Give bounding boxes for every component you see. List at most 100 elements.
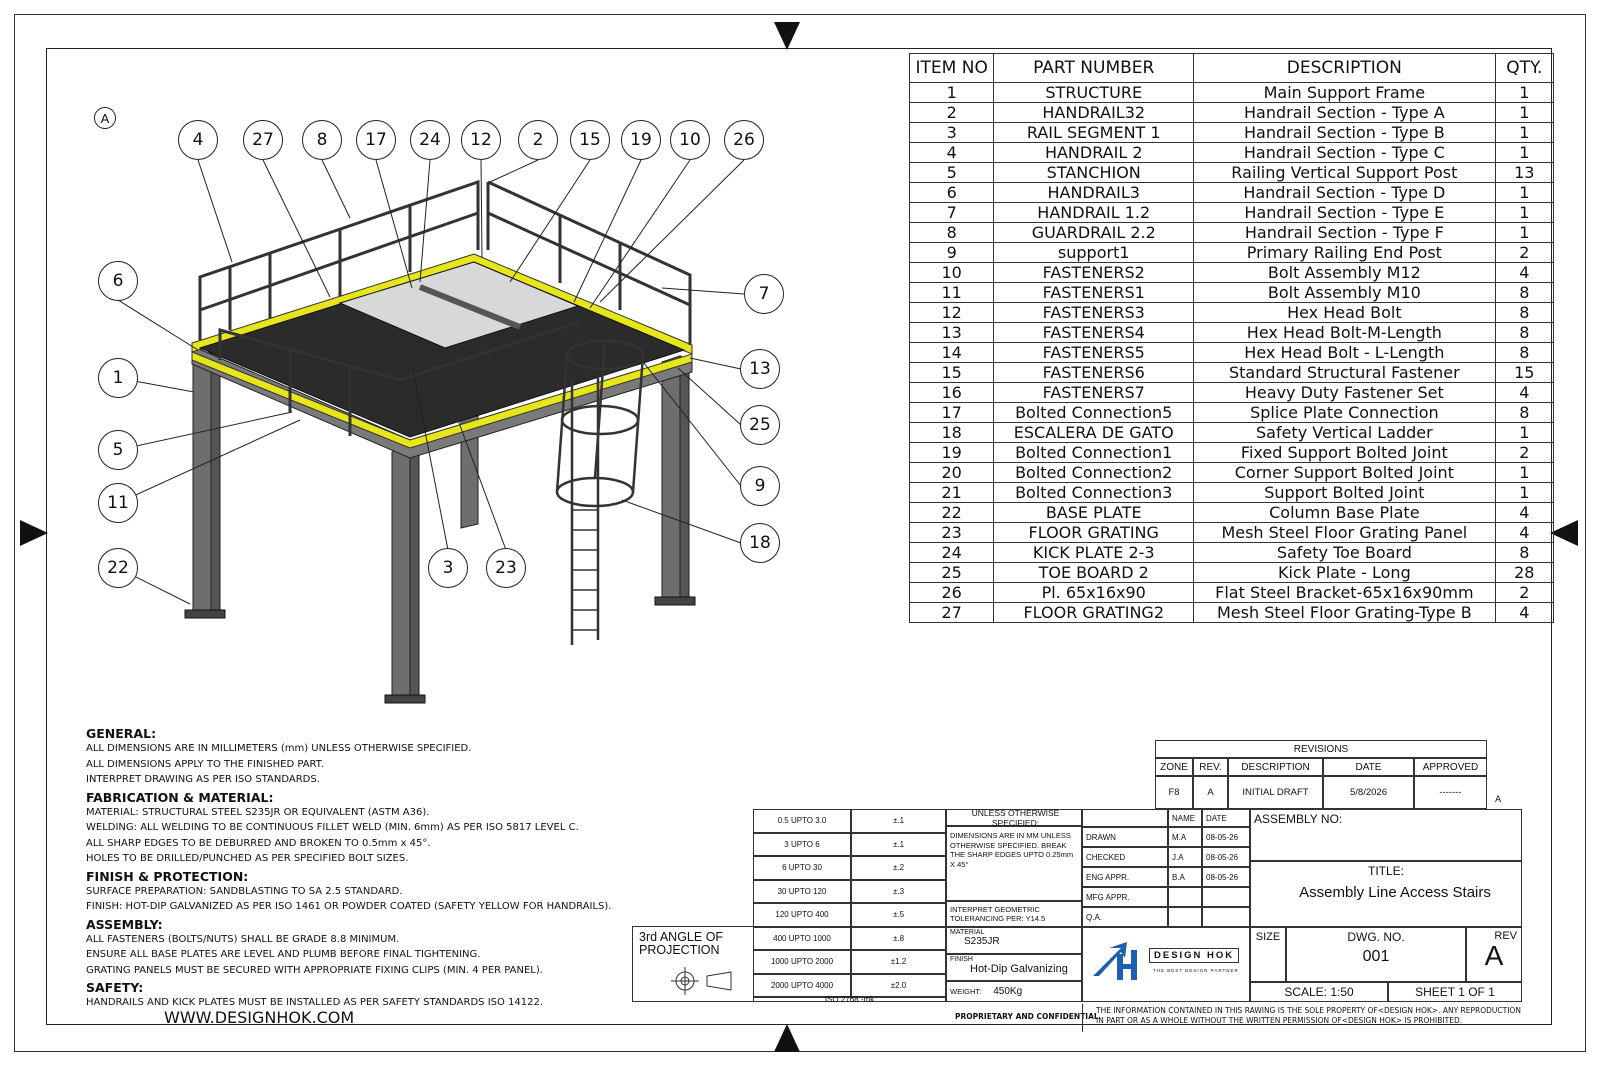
logo-name: DESIGN HOK	[1149, 948, 1240, 963]
table-cell: 4	[1494, 522, 1555, 543]
balloon-19: 19	[621, 120, 661, 160]
note-line: ALL DIMENSIONS APPLY TO THE FINISHED PAR…	[86, 758, 324, 770]
dimension-note: DIMENSIONS ARE IN MM UNLESS OTHERWISE SP…	[946, 826, 1082, 901]
balloon-15: 15	[570, 120, 610, 160]
revision-header-cell: DESCRIPTION	[1228, 758, 1323, 776]
revisions-title: REVISIONS	[1155, 740, 1487, 758]
table-cell: 2	[1494, 242, 1555, 263]
unless-specified-label: UNLESS OTHERWISE SPECIFIED:	[946, 808, 1082, 828]
name-header: NAME	[1168, 809, 1202, 827]
table-cell: 28	[1494, 562, 1555, 583]
revision-cell: 5/8/2026	[1323, 776, 1414, 809]
table-cell: 23	[908, 522, 995, 543]
date-header: DATE	[1202, 809, 1250, 827]
left-center-arrow	[20, 520, 48, 546]
footer-divider	[1082, 1004, 1084, 1032]
table-cell: 15	[1494, 362, 1555, 383]
table-cell: Handrail Section - Type D	[1193, 182, 1496, 203]
table-cell: FASTENERS4	[993, 322, 1195, 343]
balloon-4: 4	[178, 120, 218, 160]
balloon-22: 22	[98, 548, 138, 588]
drawing-title: Assembly Line Access Stairs	[1299, 884, 1491, 901]
table-cell: 8	[1494, 542, 1555, 563]
table-cell: Hex Head Bolt - L-Length	[1193, 342, 1496, 363]
tolerance-cell: ±.5	[851, 903, 946, 927]
balloon-1: 1	[98, 358, 138, 398]
tolerance-cell: ±.1	[851, 809, 946, 833]
table-cell: HANDRAIL3	[993, 182, 1195, 203]
website-link[interactable]: WWW.DESIGNHOK.COM	[164, 1008, 355, 1027]
finish-label: FINISH	[950, 956, 973, 963]
projection-line1: 3rd ANGLE OF	[639, 930, 724, 944]
table-cell: 17	[908, 402, 995, 423]
balloon-2: 2	[518, 120, 558, 160]
table-cell: 15	[908, 362, 995, 383]
company-logo: DESIGN HOK THE BEST DESIGN PARTNER	[1082, 927, 1250, 1002]
table-cell: Handrail Section - Type A	[1193, 102, 1496, 123]
balloon-8: 8	[302, 120, 342, 160]
table-cell: BASE PLATE	[993, 502, 1195, 523]
table-cell: 3	[908, 122, 995, 143]
table-cell: Bolted Connection2	[993, 462, 1195, 483]
balloon-9: 9	[740, 466, 780, 506]
table-cell: 4	[1494, 262, 1555, 283]
table-cell: FASTENERS2	[993, 262, 1195, 283]
note-line: FINISH: HOT-DIP GALVANIZED AS PER ISO 14…	[86, 901, 612, 912]
note-line: HOLES TO BE DRILLED/PUNCHED AS PER SPECI…	[86, 853, 409, 864]
table-cell: Mesh Steel Floor Grating Panel	[1193, 522, 1496, 543]
title-label: TITLE:	[1367, 864, 1404, 878]
rev-cell: REV A	[1466, 927, 1522, 982]
table-cell: Bolted Connection1	[993, 442, 1195, 463]
table-cell: 4	[1494, 382, 1555, 403]
table-cell: 10	[908, 262, 995, 283]
note-heading: FINISH & PROTECTION:	[86, 868, 249, 884]
table-cell: Pl. 65x16x90	[993, 582, 1195, 603]
bottom-center-arrow	[774, 1024, 800, 1052]
table-cell: 2	[1494, 582, 1555, 603]
top-center-arrow	[774, 22, 800, 50]
table-cell: Handrail Section - Type C	[1193, 142, 1496, 163]
signoff-date	[1202, 887, 1250, 907]
balloon-27: 27	[243, 120, 283, 160]
table-cell: 24	[908, 542, 995, 563]
table-cell: GUARDRAIL 2.2	[993, 222, 1195, 243]
table-cell: 16	[908, 382, 995, 403]
table-cell: 8	[1494, 322, 1555, 343]
table-cell: 8	[908, 222, 995, 243]
kick-plate-front	[191, 351, 693, 449]
table-cell: Safety Vertical Ladder	[1193, 422, 1496, 443]
revision-marker: A	[1495, 795, 1502, 805]
size-cell: SIZE	[1250, 927, 1286, 982]
balloon-12: 12	[461, 120, 501, 160]
finish-value: Hot-Dip Galvanizing	[970, 963, 1068, 975]
table-cell: 1	[1494, 422, 1555, 443]
assembly-no-label: ASSEMBLY NO:	[1254, 812, 1343, 826]
projection-symbol-icon	[671, 967, 732, 995]
size-label: SIZE	[1255, 931, 1281, 943]
table-cell: support1	[993, 242, 1195, 263]
disclaimer-text: THE INFORMATION CONTAINED IN THIS RAWING…	[1096, 1006, 1521, 1026]
table-cell: 1	[1494, 122, 1555, 143]
table-cell: Heavy Duty Fastener Set	[1193, 382, 1496, 403]
signoff-name: B.A	[1168, 867, 1202, 887]
rev-label: REV	[1494, 930, 1517, 942]
note-line: WELDING: ALL WELDING TO BE CONTINUOUS FI…	[86, 822, 579, 833]
logo-tagline: THE BEST DESIGN PARTNER	[1153, 968, 1239, 973]
table-cell: 8	[1494, 342, 1555, 363]
sheet-outer-border	[14, 14, 1586, 1052]
table-cell: 8	[1494, 282, 1555, 303]
material-label: MATERIAL	[950, 929, 985, 936]
table-cell: ESCALERA DE GATO	[993, 422, 1195, 443]
table-cell: FLOOR GRATING	[993, 522, 1195, 543]
table-cell: 26	[908, 582, 995, 603]
tolerance-cell: 120 UPTO 400	[753, 903, 851, 927]
